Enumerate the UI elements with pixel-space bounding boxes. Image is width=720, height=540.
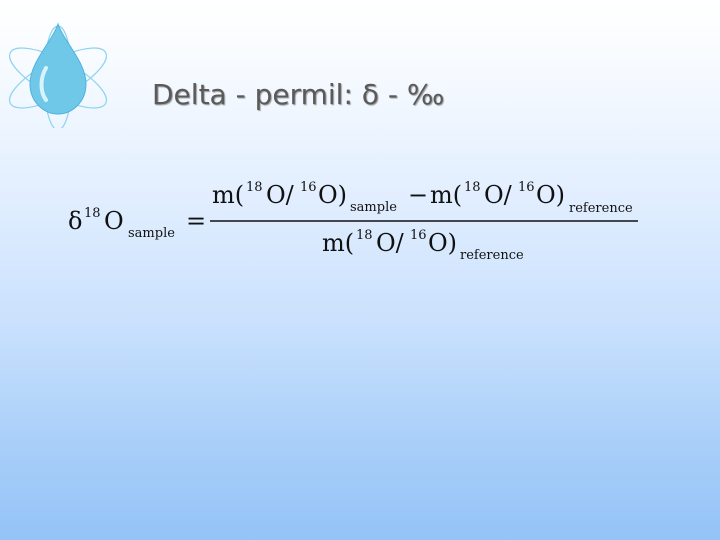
num-minus: − [408,181,428,209]
equals-sign: = [186,207,206,235]
num-term1-open: m( [212,181,244,209]
water-drop-atom-logo [8,22,108,128]
den-open: m( [322,229,354,257]
den-elem-a: O/ [376,229,405,257]
lhs-delta: δ [68,207,82,235]
num-term2-open: m( [430,181,462,209]
num-term2-close: O) [536,181,565,209]
den-mass-a: 18 [356,228,373,243]
num-term2-sub: reference [569,201,633,216]
drop-highlight [39,66,48,102]
num-term1-mass-a: 18 [246,180,263,195]
lhs-subscript: sample [128,226,175,241]
den-sub: reference [460,248,524,263]
delta-formula: δ 18 O sample = m( 18 O/ 16 O) sample − … [68,180,638,263]
slide-title: Delta - permil: δ - ‰ [152,78,445,111]
num-term2-elem-a: O/ [484,181,513,209]
num-term1-elem-a: O/ [266,181,295,209]
den-mass-b: 16 [410,228,427,243]
num-term2-mass-b: 16 [518,180,535,195]
lhs-element: O [104,207,124,235]
num-term1-mass-b: 16 [300,180,317,195]
num-term2-mass-a: 18 [464,180,481,195]
water-drop-icon [29,22,87,115]
num-term1-sub: sample [350,200,397,215]
den-close: O) [428,229,457,257]
num-term1-close: O) [318,181,347,209]
lhs-mass-number: 18 [84,206,101,221]
